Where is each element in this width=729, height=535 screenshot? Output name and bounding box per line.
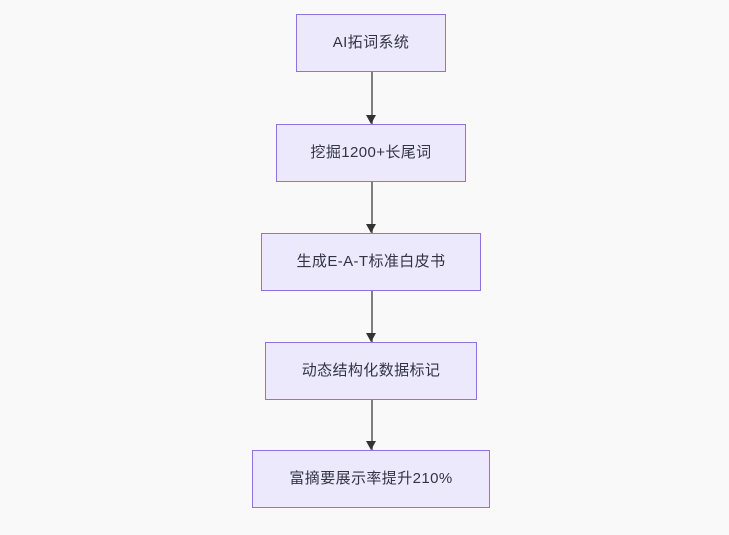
flowchart-node-ai-keyword-system[interactable]: AI拓词系统 xyxy=(296,14,446,72)
node-label: 挖掘1200+长尾词 xyxy=(310,144,432,162)
flowchart-node-dynamic-structured-data-markup[interactable]: 动态结构化数据标记 xyxy=(265,342,477,400)
edge-line xyxy=(371,291,373,342)
arrow-head-icon xyxy=(366,115,377,124)
flowchart-node-rich-snippet-rate-increase[interactable]: 富摘要展示率提升210% xyxy=(252,450,490,508)
node-label: AI拓词系统 xyxy=(332,34,410,52)
arrow-head-icon xyxy=(366,441,377,450)
arrow-head-icon xyxy=(366,224,377,233)
arrow-head-icon xyxy=(366,333,377,342)
node-label: 动态结构化数据标记 xyxy=(301,362,441,380)
node-label: 富摘要展示率提升210% xyxy=(289,470,453,488)
flowchart-node-mine-longtail-keywords[interactable]: 挖掘1200+长尾词 xyxy=(276,124,466,182)
edge-line xyxy=(371,182,373,233)
edge-line xyxy=(371,400,373,450)
node-label: 生成E-A-T标准白皮书 xyxy=(296,253,446,271)
edge-line xyxy=(371,72,373,124)
flowchart-node-generate-eat-whitepaper[interactable]: 生成E-A-T标准白皮书 xyxy=(261,233,481,291)
